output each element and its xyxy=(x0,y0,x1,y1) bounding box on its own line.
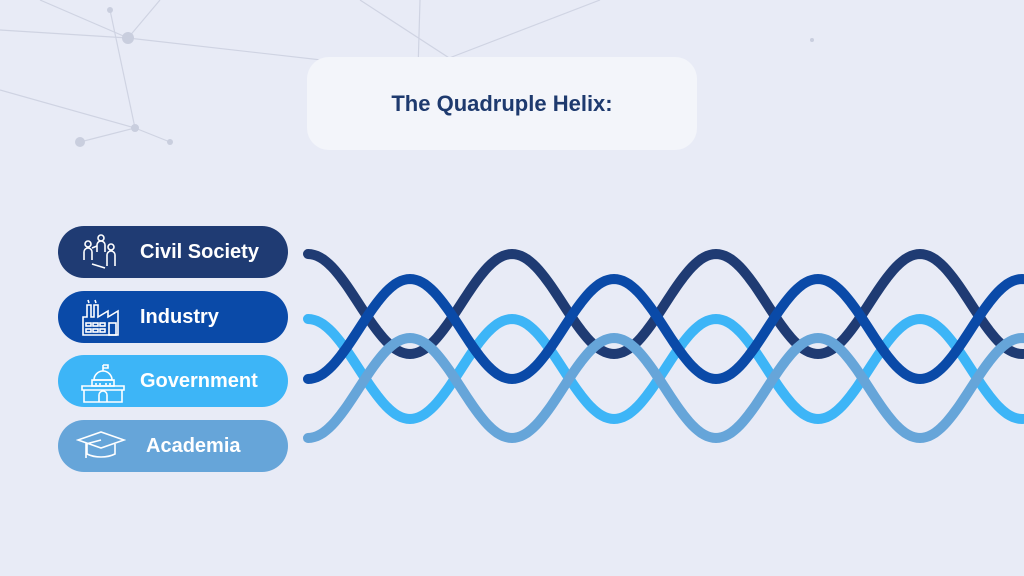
actor-label: Civil Society xyxy=(140,240,259,263)
title-card: The Quadruple Helix: xyxy=(307,57,697,150)
people-network-icon xyxy=(83,234,116,269)
actor-civil-society: Civil Society xyxy=(58,226,288,278)
actor-label: Industry xyxy=(140,305,219,328)
actor-industry: Industry xyxy=(58,291,288,343)
factory-icon xyxy=(82,299,119,336)
diagram-title: The Quadruple Helix: xyxy=(391,90,613,116)
helix-strand-academia xyxy=(303,332,1024,444)
capitol-building-icon xyxy=(81,364,125,403)
actor-label: Academia xyxy=(146,434,241,457)
graduation-cap-icon xyxy=(76,431,126,458)
helix-strand-industry xyxy=(303,273,1024,385)
helix-strand-government xyxy=(303,313,1024,425)
actor-academia: Academia xyxy=(58,420,288,472)
actor-label: Government xyxy=(140,369,258,392)
actor-government: Government xyxy=(58,355,288,407)
